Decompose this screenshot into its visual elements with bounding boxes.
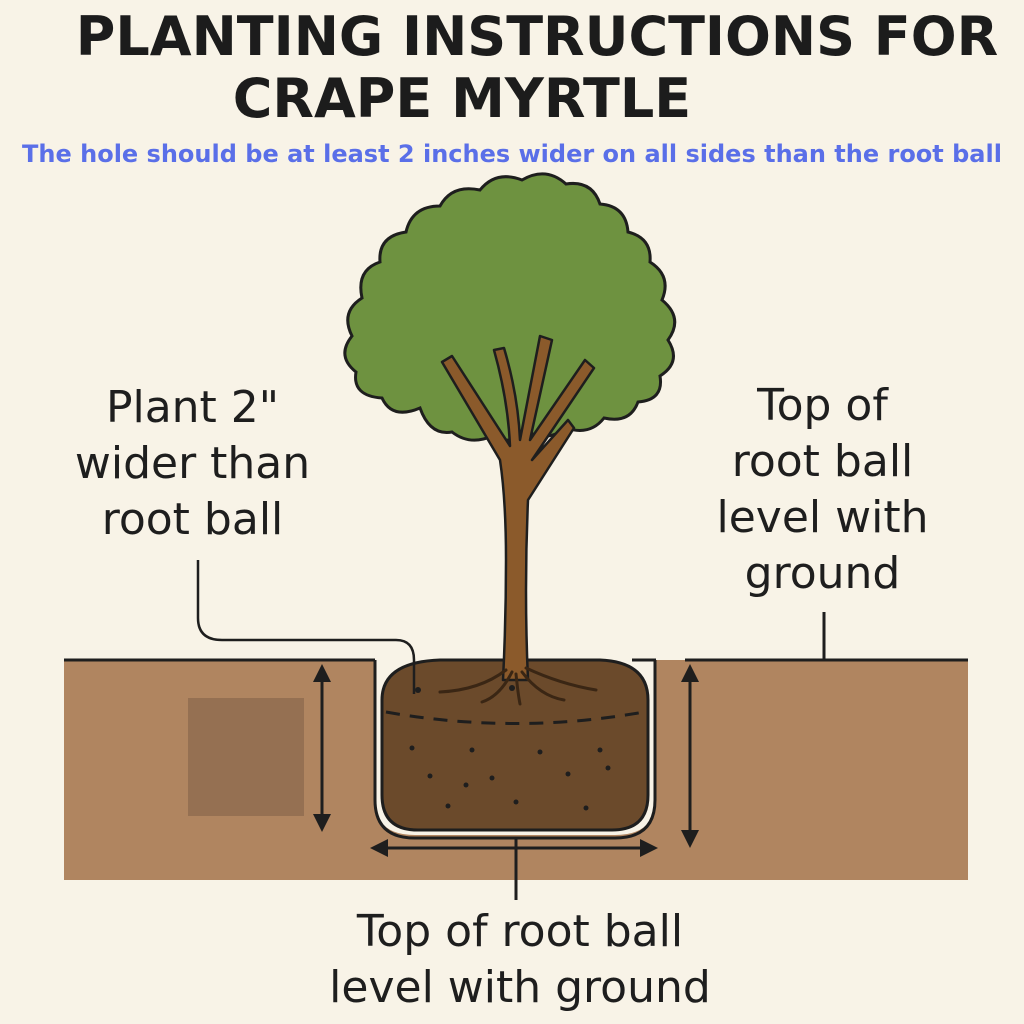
label-right-line: root ball [731,436,914,487]
width-arrow [370,839,658,857]
label-right-line: Top of [757,380,888,431]
dimension-arrows [313,664,699,857]
label-left-line: wider than [74,438,311,489]
title-line-1: PLANTING INSTRUCTIONS FOR [75,5,999,68]
depth-arrow-right [681,664,699,848]
tree-illustration [343,172,677,706]
soil-ground [64,658,968,880]
label-bottom-line: level with ground [329,962,711,1013]
label-right-line: level with [716,492,929,543]
root-ball [380,658,650,832]
label-left-line: Plant 2" [105,382,280,433]
blurred-patch [188,698,304,816]
tree-roots [438,666,598,706]
left-leader-line [196,560,416,694]
label-top-of-root-ball-right: Top of root ball level with ground [700,378,945,602]
subtitle: The hole should be at least 2 inches wid… [22,140,1002,168]
page-title: PLANTING INSTRUCTIONS FOR CRAPE MYRTLE [0,6,1024,130]
title-line-2: CRAPE MYRTLE [232,67,692,130]
label-bottom-line: Top of root ball [356,906,684,957]
label-plant-wider: Plant 2" wider than root ball [60,380,325,548]
label-right-line: ground [744,548,901,599]
depth-arrow-left [313,664,331,832]
tree-trunk [440,334,596,682]
label-left-line: root ball [101,494,284,545]
label-top-of-root-ball-bottom: Top of root ball level with ground [320,904,720,1016]
